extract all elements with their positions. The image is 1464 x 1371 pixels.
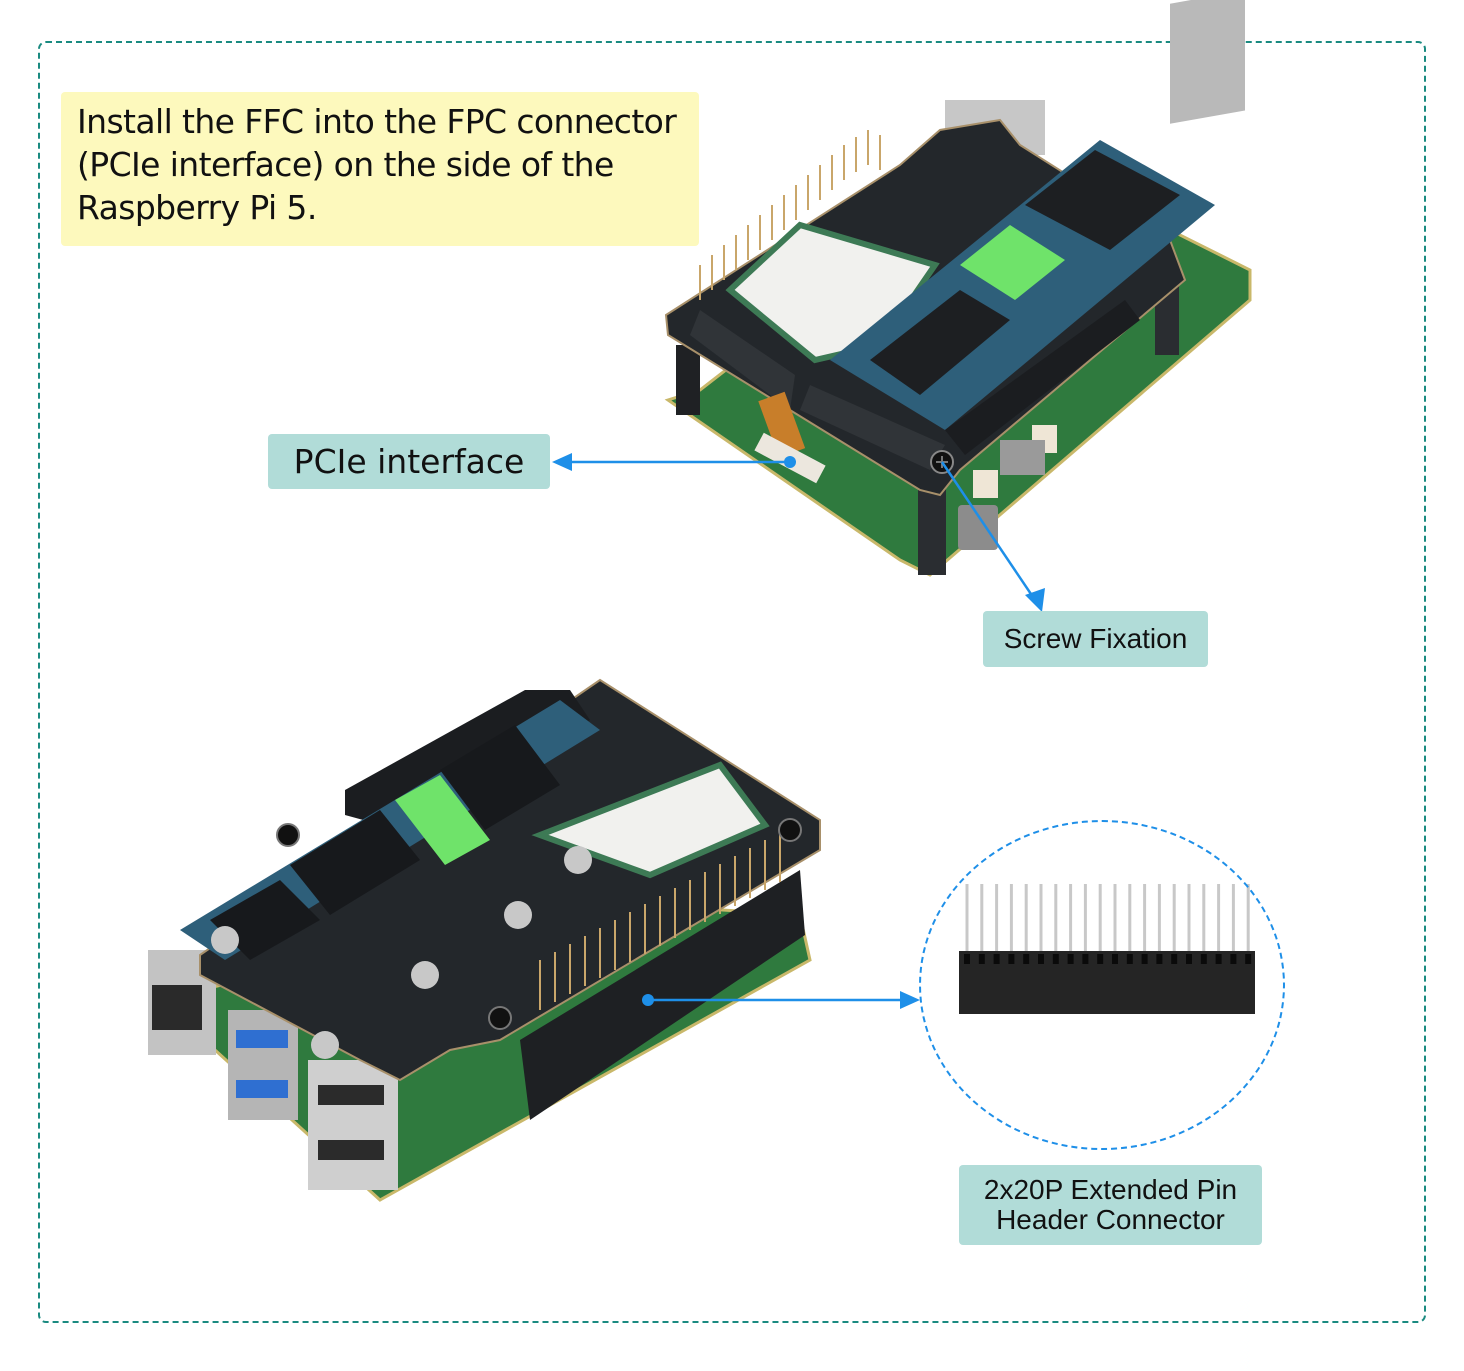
hat-brand-panel: [945, 300, 1140, 455]
micro-hdmi-port: [1000, 440, 1045, 475]
callout-pcie-interface-text: PCIe interface: [293, 442, 525, 481]
standoff-nut: [504, 901, 532, 929]
screw-icon: [488, 1006, 512, 1030]
top-assembly-photo: [664, 0, 1252, 577]
bottom-usb2-port: [308, 1060, 398, 1190]
arrow-pin-header: [642, 991, 920, 1009]
top-wd-chip: [1025, 150, 1180, 250]
bottom-assembly-photo: [148, 678, 821, 1202]
callout-screw-fixation-text: Screw Fixation: [1003, 623, 1188, 654]
dashed-frame: [38, 41, 1426, 1323]
instruction-box: Install the FFC into the FPC connector (…: [61, 92, 699, 246]
callout-screw-fixation: Screw Fixation: [983, 611, 1208, 667]
bottom-ethernet-jack: [152, 985, 202, 1030]
standoff-nut: [411, 961, 439, 989]
standoff-nut: [564, 846, 592, 874]
top-ethernet-port: [1170, 0, 1245, 124]
magnifier-circle: [919, 820, 1285, 1150]
top-wd-chip: [870, 290, 1010, 395]
top-wd-green-label: [960, 225, 1065, 300]
m2-connector: [690, 310, 795, 410]
jst-connector: [973, 470, 998, 498]
arrow-screw: [940, 461, 1045, 612]
top-gpio-pins: [699, 130, 881, 300]
usb-c-port: [958, 505, 998, 550]
m2-connector: [800, 385, 945, 470]
callout-pin-header-line-1: 2x20P Extended Pin: [983, 1174, 1238, 1205]
bottom-wd-chip: [440, 725, 560, 830]
ffc-cable: [758, 391, 806, 458]
bottom-female-header: [520, 870, 805, 1120]
standoff-nut: [211, 926, 239, 954]
instruction-line-3: Raspberry Pi 5.: [77, 188, 317, 227]
bottom-gpio-pins: [539, 832, 781, 1010]
screw-icon: [778, 818, 802, 842]
callout-pin-header: 2x20P Extended Pin Header Connector: [959, 1165, 1262, 1245]
bottom-hat-board: [199, 678, 821, 1082]
screw-icon: [276, 823, 300, 847]
instruction-line-2: (PCIe interface) on the side of the: [77, 145, 614, 184]
bottom-skhynix-ssd: [531, 761, 770, 879]
callout-pin-header-line-2: Header Connector: [996, 1204, 1225, 1235]
standoff: [918, 480, 946, 575]
arrow-pcie: [552, 453, 796, 471]
bottom-wd-green-label: [395, 775, 490, 865]
instruction-line-1: Install the FFC into the FPC connector: [77, 102, 677, 141]
standoff: [676, 345, 700, 415]
callout-pcie-interface: PCIe interface: [268, 434, 550, 489]
bottom-usb3-port: [228, 1010, 298, 1120]
standoff-nut: [311, 1031, 339, 1059]
bottom-wd-chip: [290, 810, 420, 915]
